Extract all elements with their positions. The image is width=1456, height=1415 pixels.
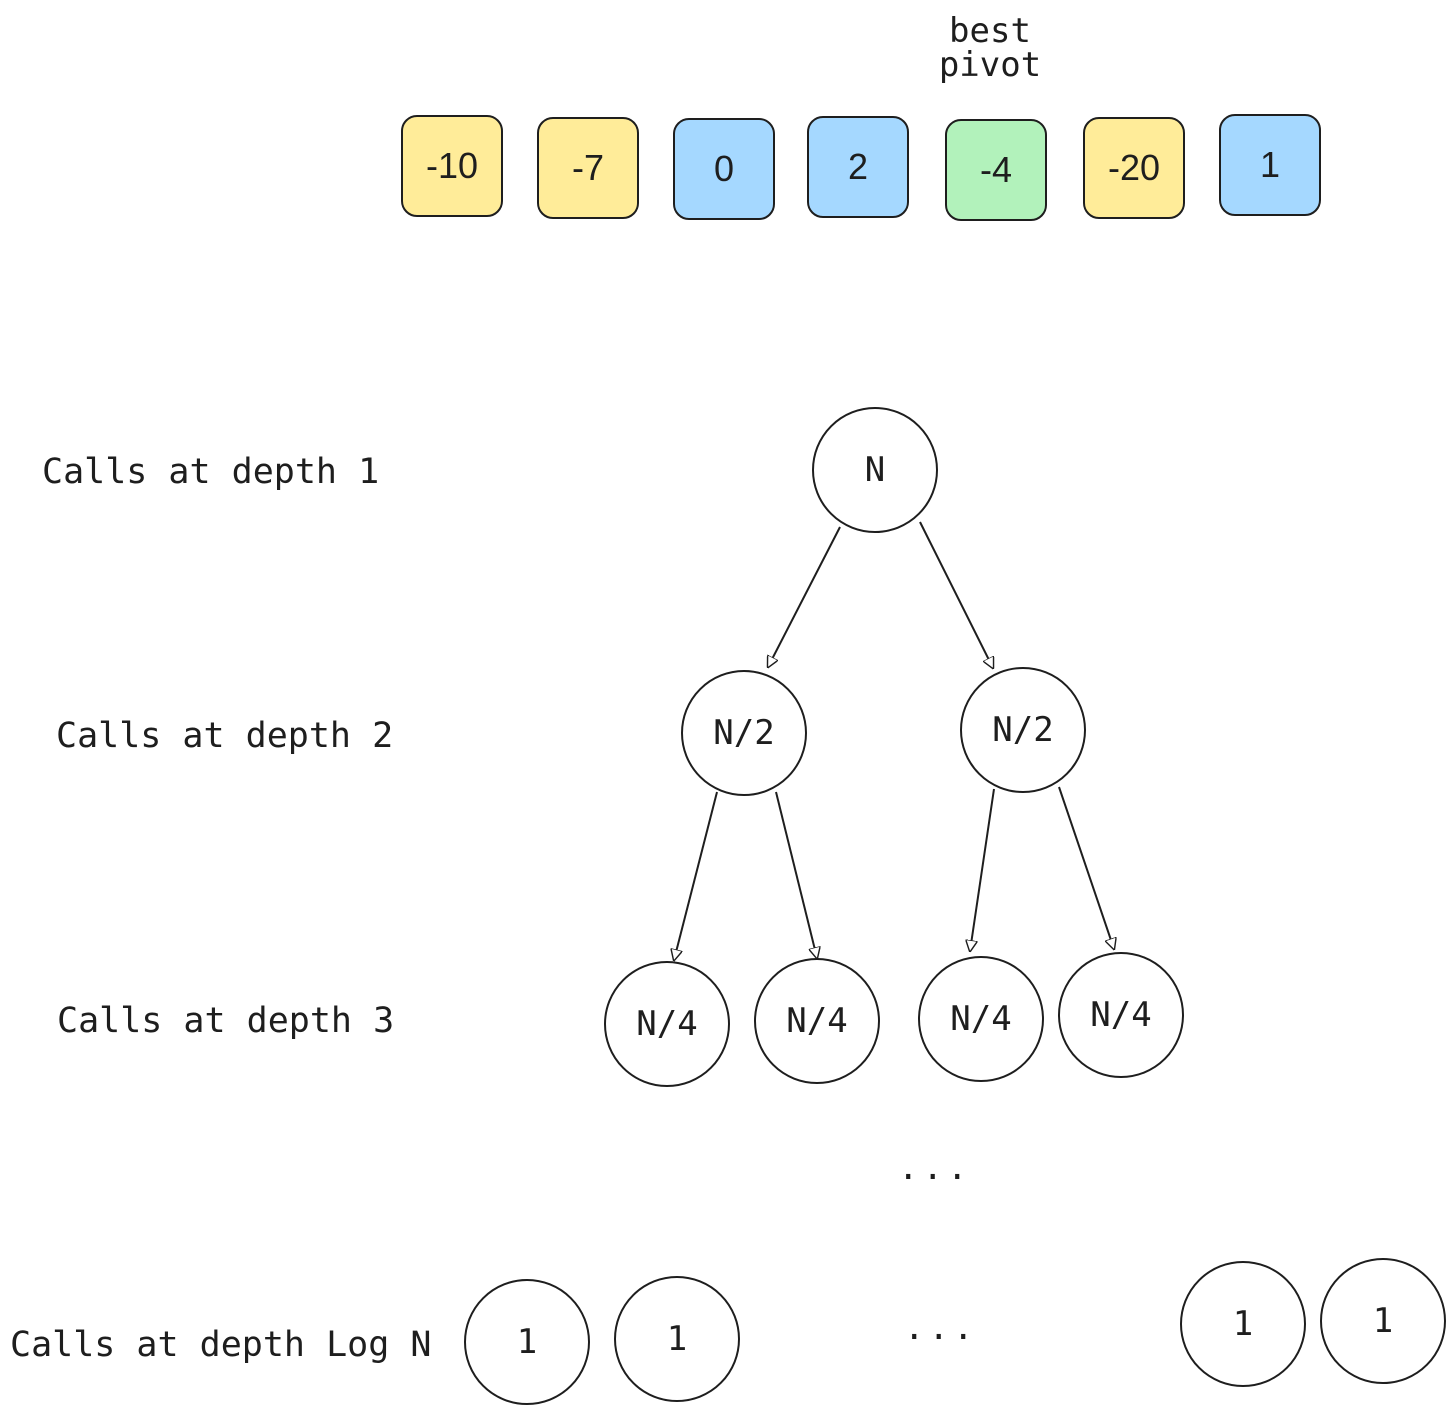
edge-arrow bbox=[674, 791, 718, 960]
array-cell: -10 bbox=[401, 115, 503, 217]
ellipsis: ... bbox=[898, 1148, 972, 1188]
tree-node-leaf: 1 bbox=[614, 1276, 740, 1402]
tree-node-depth3: N/4 bbox=[1058, 952, 1184, 1078]
tree-node-depth3: N/4 bbox=[604, 961, 730, 1087]
edge-arrow bbox=[1058, 786, 1114, 949]
tree-node-depth2: N/2 bbox=[681, 670, 807, 796]
pivot-caption-line: best bbox=[949, 11, 1031, 51]
array-cell: 0 bbox=[673, 118, 775, 220]
array-cell: -7 bbox=[537, 117, 639, 219]
array-cell: 1 bbox=[1219, 114, 1321, 216]
edge-arrow bbox=[919, 521, 993, 668]
edge-arrow bbox=[970, 788, 995, 951]
array-cell: 2 bbox=[807, 116, 909, 218]
tree-node-root: N bbox=[812, 407, 938, 533]
pivot-caption-line: pivot bbox=[938, 45, 1042, 85]
depth-label: Calls at depth 1 bbox=[42, 452, 380, 492]
tree-node-leaf: 1 bbox=[464, 1279, 590, 1405]
tree-node-depth2: N/2 bbox=[960, 667, 1086, 793]
ellipsis-bottom: ... bbox=[904, 1308, 978, 1348]
tree-node-leaf: 1 bbox=[1320, 1258, 1446, 1384]
depth-label: Calls at depth 3 bbox=[57, 1001, 395, 1041]
array-cell-pivot: -4 bbox=[945, 119, 1047, 221]
array-cell: -20 bbox=[1083, 117, 1185, 219]
depth-label: Calls at depth Log N bbox=[10, 1325, 432, 1365]
tree-node-depth3: N/4 bbox=[754, 958, 880, 1084]
edge-arrow bbox=[775, 791, 817, 958]
pivot-caption: best pivot bbox=[930, 14, 1050, 82]
depth-label: Calls at depth 2 bbox=[56, 716, 394, 756]
tree-node-depth3: N/4 bbox=[918, 956, 1044, 1082]
edge-arrow bbox=[768, 526, 841, 667]
tree-node-leaf: 1 bbox=[1180, 1261, 1306, 1387]
